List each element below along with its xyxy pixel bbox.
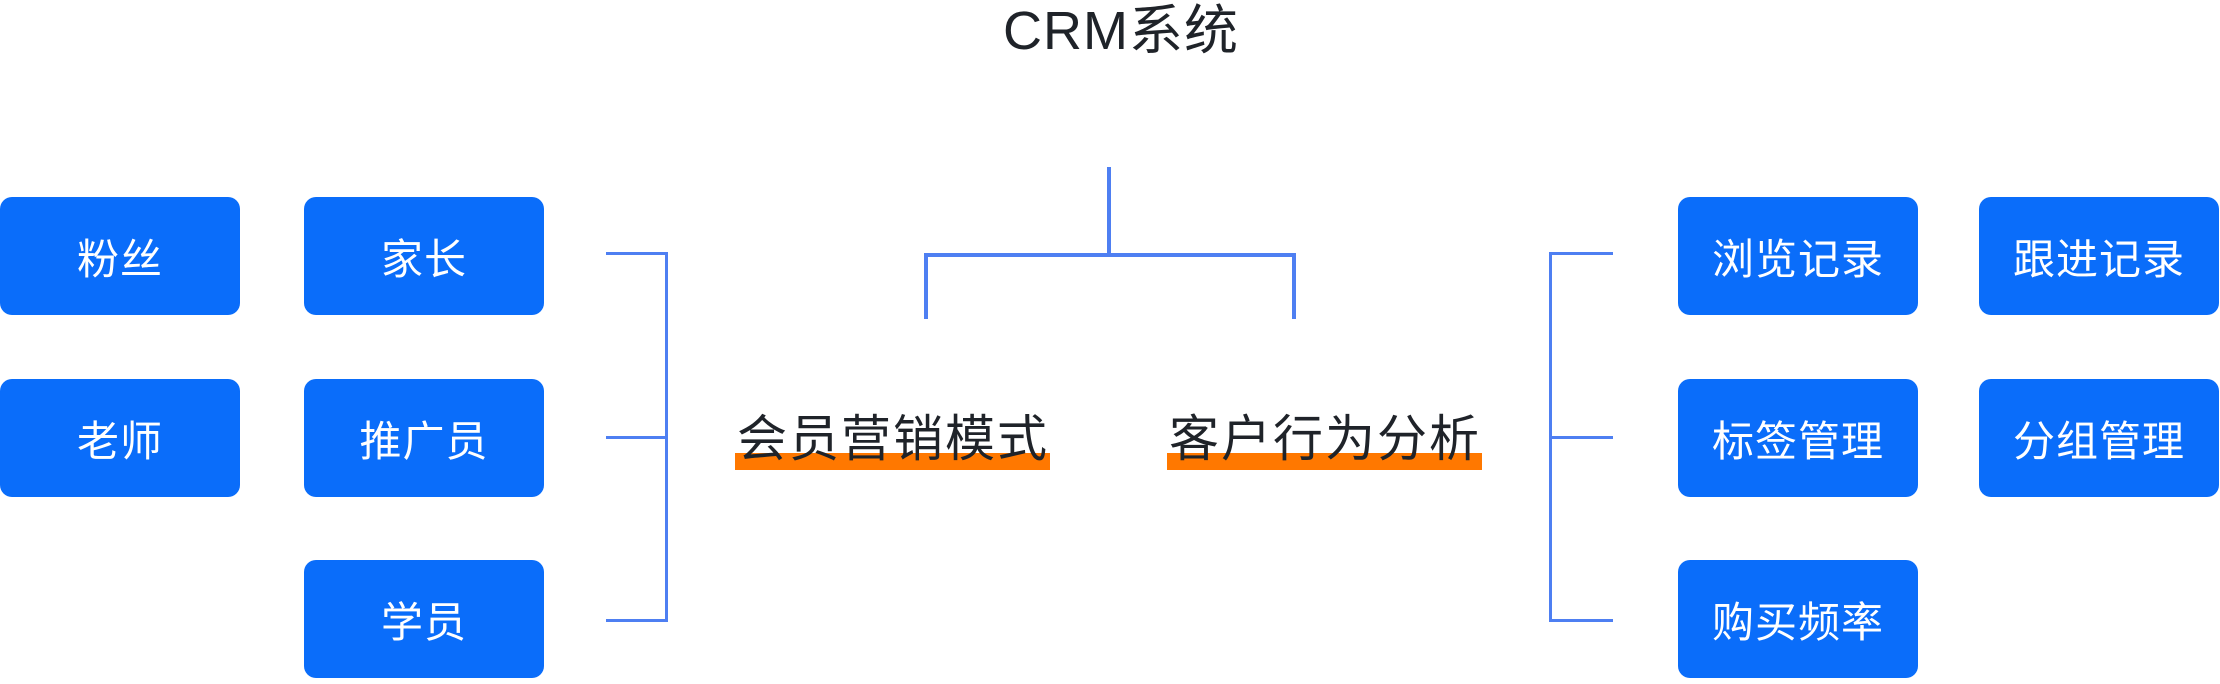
- node-purchase-frequency[interactable]: 购买频率: [1678, 560, 1918, 678]
- node-fans[interactable]: 粉丝: [0, 197, 240, 315]
- node-students[interactable]: 学员: [304, 560, 544, 678]
- topic-member-marketing[interactable]: 会员营销模式: [735, 411, 1050, 470]
- node-parents[interactable]: 家长: [304, 197, 544, 315]
- title-connector-right-drop: [1292, 253, 1296, 319]
- right-bracket-tick-top: [1549, 252, 1613, 255]
- node-tag-management[interactable]: 标签管理: [1678, 379, 1918, 497]
- node-group-management[interactable]: 分组管理: [1979, 379, 2219, 497]
- left-bracket-tick-top: [606, 252, 668, 255]
- topic-member-marketing-label: 会员营销模式: [735, 411, 1050, 470]
- title-connector-stem: [1107, 167, 1111, 257]
- right-bracket-tick-bottom: [1549, 619, 1613, 622]
- left-bracket-tick-bottom: [606, 619, 668, 622]
- node-followup-records[interactable]: 跟进记录: [1979, 197, 2219, 315]
- topic-customer-behavior-analysis[interactable]: 客户行为分析: [1167, 411, 1482, 470]
- node-teachers[interactable]: 老师: [0, 379, 240, 497]
- right-bracket-tick-middle: [1549, 436, 1613, 439]
- title-connector-left-drop: [924, 253, 928, 319]
- node-browse-history[interactable]: 浏览记录: [1678, 197, 1918, 315]
- left-bracket-tick-middle: [606, 436, 668, 439]
- topic-customer-behavior-analysis-label: 客户行为分析: [1167, 411, 1482, 470]
- root-node-title[interactable]: CRM系统: [1003, 1, 1239, 61]
- node-promoters[interactable]: 推广员: [304, 379, 544, 497]
- title-connector-rail: [924, 253, 1296, 257]
